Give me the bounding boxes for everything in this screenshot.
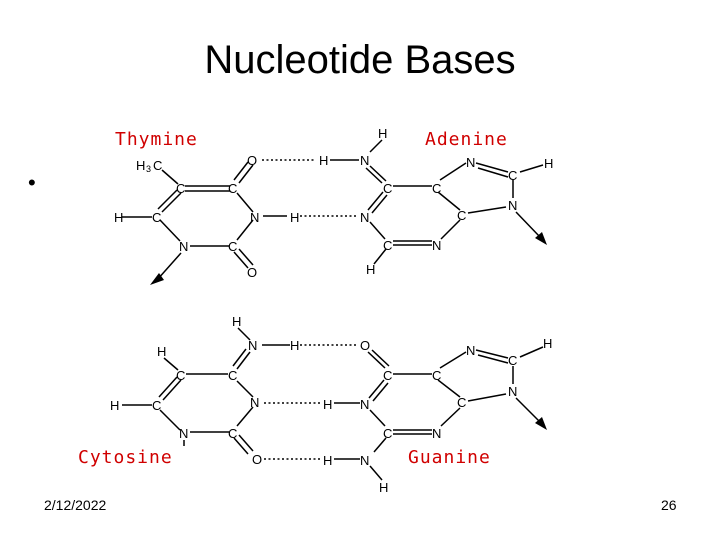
atom-n: N	[360, 397, 369, 412]
atom-c: C	[432, 368, 441, 383]
atom-o: O	[247, 153, 257, 168]
atom-n: N	[432, 238, 441, 253]
thymine-structure: H 3 C C C C H N H N C O O	[114, 153, 299, 285]
atom-n: N	[466, 343, 475, 358]
atom-n: N	[508, 384, 517, 399]
atom-n: N	[360, 153, 369, 168]
atom-c: C	[383, 181, 392, 196]
label-cytosine: Cytosine	[78, 447, 173, 468]
methyl-h: H	[136, 158, 145, 173]
atom-c: C	[457, 395, 466, 410]
atom-c: C	[228, 368, 237, 383]
atom-h: H	[157, 344, 166, 359]
label-guanine: Guanine	[408, 447, 491, 468]
slide-title: Nucleotide Bases	[204, 38, 516, 82]
atom-h: H	[366, 262, 375, 277]
atom-c: C	[383, 368, 392, 383]
atom-h: H	[110, 398, 119, 413]
atom-h: H	[544, 156, 553, 171]
atom-n: N	[248, 338, 257, 353]
atom-h: H	[323, 453, 332, 468]
atom-h: H	[232, 314, 241, 329]
atom-c: C	[176, 181, 185, 196]
atom-o: O	[360, 338, 370, 353]
atom-c: C	[383, 426, 392, 441]
atom-c: C	[228, 239, 237, 254]
atom-n: N	[179, 426, 188, 441]
atom-h: H	[290, 210, 299, 225]
atom-c: C	[152, 398, 161, 413]
atom-h: H	[543, 336, 552, 351]
guanine-structure: O C C N C C N N C N H N H	[360, 336, 552, 495]
atom-c: C	[176, 368, 185, 383]
atom-h: H	[114, 210, 123, 225]
atom-h: H	[323, 397, 332, 412]
atom-c: C	[152, 210, 161, 225]
atom-c: C	[432, 181, 441, 196]
atom-n: N	[250, 210, 259, 225]
atom-n: N	[360, 453, 369, 468]
atom-n: N	[250, 395, 259, 410]
atom-h: H	[319, 153, 328, 168]
label-adenine: Adenine	[425, 129, 508, 150]
cytosine-structure: H N H H C C C H N N C O	[110, 314, 299, 467]
bullet-point: •	[28, 170, 36, 195]
atom-n: N	[179, 239, 188, 254]
atom-n: N	[508, 198, 517, 213]
atom-h: H	[378, 126, 387, 141]
atom-h: H	[379, 480, 388, 495]
methyl-c: C	[153, 158, 162, 173]
atom-n: N	[360, 210, 369, 225]
atom-c: C	[508, 168, 517, 183]
slide-date: 2/12/2022	[44, 497, 107, 513]
atom-c: C	[228, 181, 237, 196]
atom-n: N	[432, 426, 441, 441]
adenine-structure: H N H C C N C C N N C N H H	[319, 126, 553, 277]
atom-o: O	[247, 265, 257, 280]
label-thymine: Thymine	[115, 129, 198, 150]
atom-c: C	[383, 238, 392, 253]
atom-c: C	[457, 208, 466, 223]
atom-c: C	[508, 353, 517, 368]
atom-n: N	[466, 155, 475, 170]
atom-o: O	[252, 452, 262, 467]
atom-h: H	[290, 338, 299, 353]
atom-c: C	[228, 426, 237, 441]
methyl-subscript: 3	[146, 164, 151, 174]
slide-page-number: 26	[661, 497, 677, 513]
